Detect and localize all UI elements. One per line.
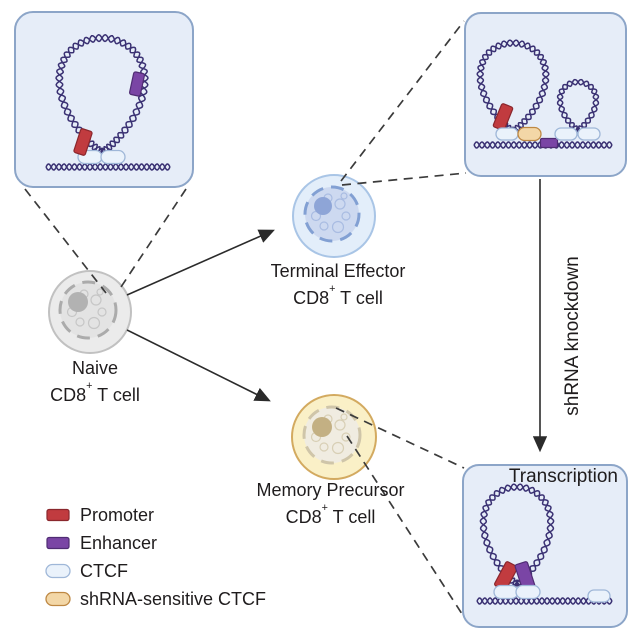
transcription-label: Transcription <box>508 466 618 487</box>
ctcf-pill <box>577 127 601 141</box>
ctcf-pill <box>515 584 541 600</box>
naive-cell <box>48 270 132 354</box>
shrna-ctcf-swatch <box>45 591 71 607</box>
ctcf-pill <box>554 127 578 141</box>
legend: Promoter Enhancer CTCF shRNA-sensitive C… <box>45 501 266 613</box>
ctcf-pill <box>100 149 126 165</box>
promoter-element <box>73 128 93 156</box>
callout-line <box>335 407 465 469</box>
legend-label: Enhancer <box>80 532 158 553</box>
terminal-cell-name: Terminal Effector <box>270 261 406 281</box>
callout-line <box>346 435 465 618</box>
terminal-effector-label: Terminal Effector CD8+ T cell <box>238 260 438 310</box>
naive-panel-dna-loop <box>45 33 171 171</box>
callout-line <box>340 20 465 182</box>
terminal-nucleolus <box>314 197 332 215</box>
enhancer-swatch <box>46 536 70 550</box>
legend-label: shRNA-sensitive CTCF <box>80 588 267 609</box>
callout-line <box>118 188 187 291</box>
callout-line <box>341 172 467 186</box>
ctcf-pill <box>587 589 611 603</box>
memory-cd8-line: CD8+ T cell <box>285 502 376 527</box>
enhancer-element <box>539 137 559 149</box>
legend-item-enhancer: Enhancer <box>45 529 266 557</box>
legend-label: Promoter <box>80 504 155 525</box>
memory-precursor-cell <box>291 394 377 480</box>
enhancer-element <box>129 71 145 97</box>
memory-cell-name: Memory Precursor <box>256 480 405 500</box>
legend-item-promoter: Promoter <box>45 501 266 529</box>
ctcf-pill <box>493 584 519 600</box>
terminal-effector-cell <box>292 174 376 258</box>
shrna-sensitive-ctcf-pill <box>517 126 542 142</box>
naive-cell-label: Naive CD8+ T cell <box>15 357 175 407</box>
naive-cd8-line: CD8+ T cell <box>50 380 140 405</box>
terminal-cd8-line: CD8+ T cell <box>293 283 383 308</box>
callout-line <box>24 188 107 294</box>
legend-item-ctcf: CTCF <box>45 557 266 585</box>
ctcf-swatch <box>45 563 71 579</box>
promoter-swatch <box>46 508 70 522</box>
naive-to-terminal-arrow <box>126 229 275 296</box>
naive-to-memory-arrow <box>126 329 271 402</box>
ctcf-pill <box>495 127 519 141</box>
shrna-knockdown-label: shRNA knockdown <box>562 256 583 416</box>
naive-cell-name: Naive <box>71 358 119 378</box>
memory-precursor-label: Memory Precursor CD8+ T cell <box>228 479 433 529</box>
memory-nucleolus <box>312 417 332 437</box>
naive-chromatin-panel <box>14 11 194 188</box>
naive-nucleolus <box>68 292 88 312</box>
legend-item-shrna-ctcf: shRNA-sensitive CTCF <box>45 585 266 613</box>
legend-label: CTCF <box>80 560 128 581</box>
